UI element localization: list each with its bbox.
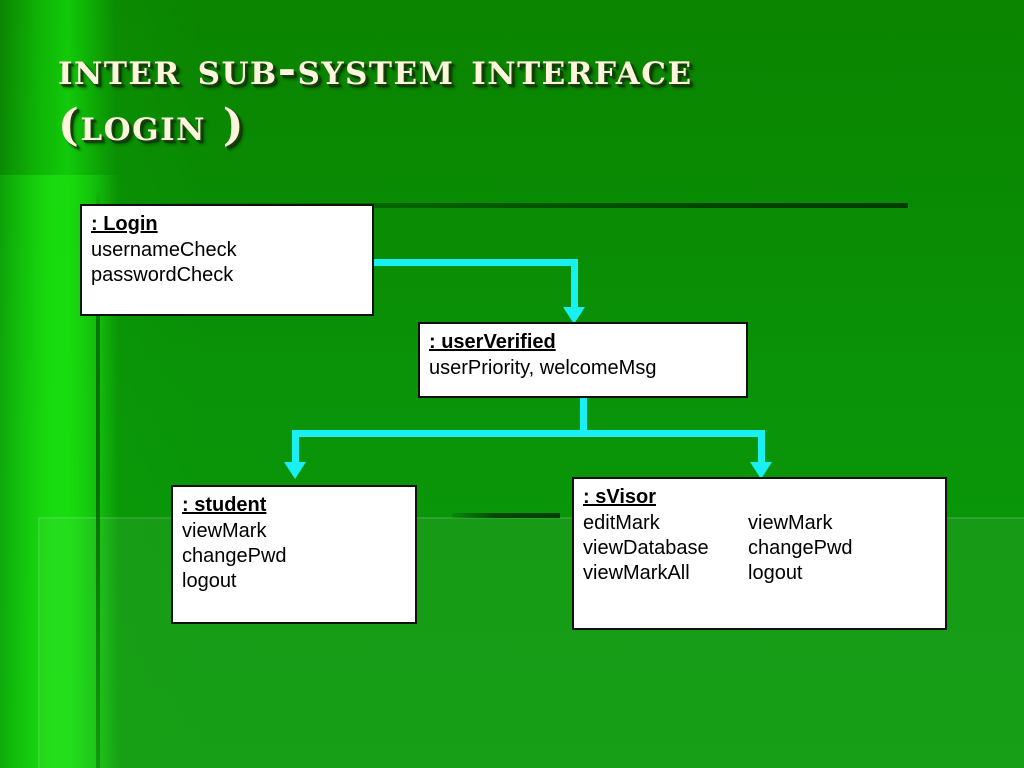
- uml-box-svisor-col2-line-3: logout: [748, 562, 803, 584]
- connector-branch-to-student: [292, 430, 299, 470]
- uml-box-svisor-col1-line-2: viewDatabase: [583, 537, 709, 559]
- uml-box-svisor-col2-line-1: viewMark: [748, 512, 833, 534]
- uml-box-svisor-row-3: viewMarkAll logout: [583, 561, 936, 586]
- uml-box-svisor-col1-line-3: viewMarkAll: [583, 562, 690, 584]
- background-horizontal-accent-line-middle: [452, 513, 560, 518]
- uml-box-login-header: : Login: [91, 213, 158, 235]
- uml-box-userverified-line-1: userPriority, welcomeMsg: [429, 357, 657, 379]
- uml-box-student-line-1: viewMark: [182, 520, 267, 542]
- uml-box-svisor-col1-line-1: editMark: [583, 512, 660, 534]
- connector-login-to-userverified-vertical: [571, 259, 578, 314]
- background-horizontal-accent-line-top: [96, 203, 908, 208]
- uml-box-svisor-row-2: viewDatabase changePwd: [583, 536, 936, 561]
- uml-box-login-line-1: usernameCheck: [91, 239, 237, 261]
- connector-login-to-userverified-horizontal: [374, 259, 578, 266]
- uml-box-student[interactable]: : student viewMark changePwd logout: [171, 485, 417, 624]
- uml-box-student-line-3: logout: [182, 570, 237, 592]
- uml-box-login[interactable]: : Login usernameCheck passwordCheck: [80, 204, 374, 316]
- arrowhead-into-svisor-icon: [750, 462, 772, 479]
- uml-box-svisor[interactable]: : sVisor editMark viewMark viewDatabase …: [572, 477, 947, 630]
- uml-box-svisor-col2-line-2: changePwd: [748, 537, 853, 559]
- connector-userverified-stem: [580, 398, 587, 434]
- arrowhead-into-userverified-icon: [563, 307, 585, 324]
- slide-title: Inter Sub-System Interface (Login ): [58, 44, 693, 151]
- uml-box-userverified-header: : userVerified: [429, 331, 556, 353]
- uml-box-login-line-2: passwordCheck: [91, 264, 234, 286]
- connector-userverified-split-bar: [292, 430, 765, 437]
- uml-box-student-header: : student: [182, 494, 267, 516]
- uml-box-student-line-2: changePwd: [182, 545, 287, 567]
- arrowhead-into-student-icon: [284, 462, 306, 479]
- uml-box-svisor-header: : sVisor: [583, 486, 656, 508]
- uml-box-userverified[interactable]: : userVerified userPriority, welcomeMsg: [418, 322, 748, 398]
- background-vertical-accent-line: [96, 190, 100, 768]
- uml-box-svisor-row-1: editMark viewMark: [583, 511, 936, 536]
- connector-branch-to-svisor: [758, 430, 765, 470]
